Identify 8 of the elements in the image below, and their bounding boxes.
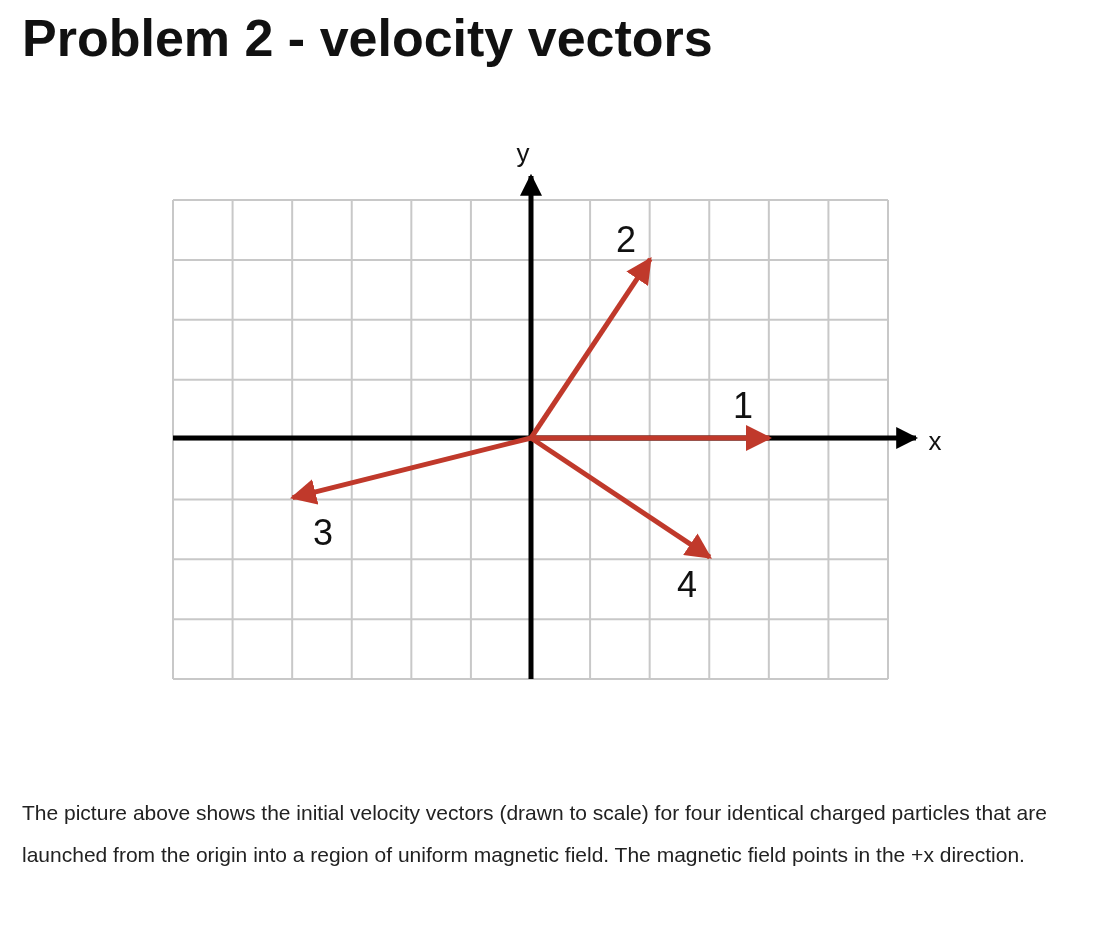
axis-label: y [516,140,530,166]
vector-label: 1 [733,388,753,424]
vector-label: 3 [313,515,333,551]
title: Problem 2 - velocity vectors [22,8,713,68]
vector-label: 4 [677,567,697,603]
caption: The picture above shows the initial velocity vectors (drawn to scale) for four identical charged particles that are launched from the origin into a region of uniform magnetic field. The magnetic field points in the +x direction. [22,800,1048,868]
axis-label: x [928,428,942,454]
vector-label: 2 [616,222,636,258]
